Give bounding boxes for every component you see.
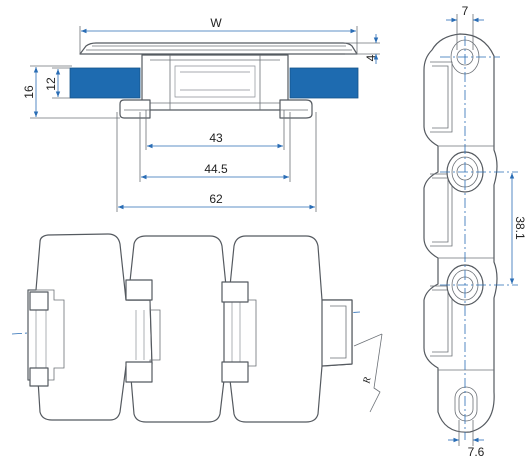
dim-38-1-label: 38.1 xyxy=(513,216,527,240)
link-body xyxy=(141,54,289,111)
radius-label: R xyxy=(361,376,373,385)
dim-43-label: 43 xyxy=(209,131,223,145)
right-pad xyxy=(289,67,359,99)
side-view xyxy=(423,33,498,433)
dim-height-inner-label: 12 xyxy=(44,77,58,91)
top-plate xyxy=(79,42,358,55)
top-link-3 xyxy=(221,235,353,423)
left-pad xyxy=(69,67,141,99)
dim-44-5-label: 44.5 xyxy=(204,162,228,176)
side-dimensions: 7 38.1 7.6 xyxy=(440,4,527,459)
left-tab xyxy=(119,99,151,119)
dim-62-label: 62 xyxy=(209,192,223,206)
front-view xyxy=(69,42,359,119)
dim-thickness-label: 4 xyxy=(364,54,378,61)
hinge-bottom-slot xyxy=(454,386,478,422)
front-dimensions: W 4 16 12 43 44.5 62 xyxy=(22,16,380,212)
right-tab xyxy=(279,99,313,119)
dim-7-6-label: 7.6 xyxy=(468,445,485,459)
dim-7-label: 7 xyxy=(462,4,469,18)
dim-height-outer-label: 16 xyxy=(22,85,36,99)
top-view: R xyxy=(11,233,383,423)
side-profile-outline xyxy=(423,33,498,433)
dim-width-label: W xyxy=(210,16,222,30)
radius-indicator: R xyxy=(353,333,383,413)
top-link-1 xyxy=(27,233,153,421)
